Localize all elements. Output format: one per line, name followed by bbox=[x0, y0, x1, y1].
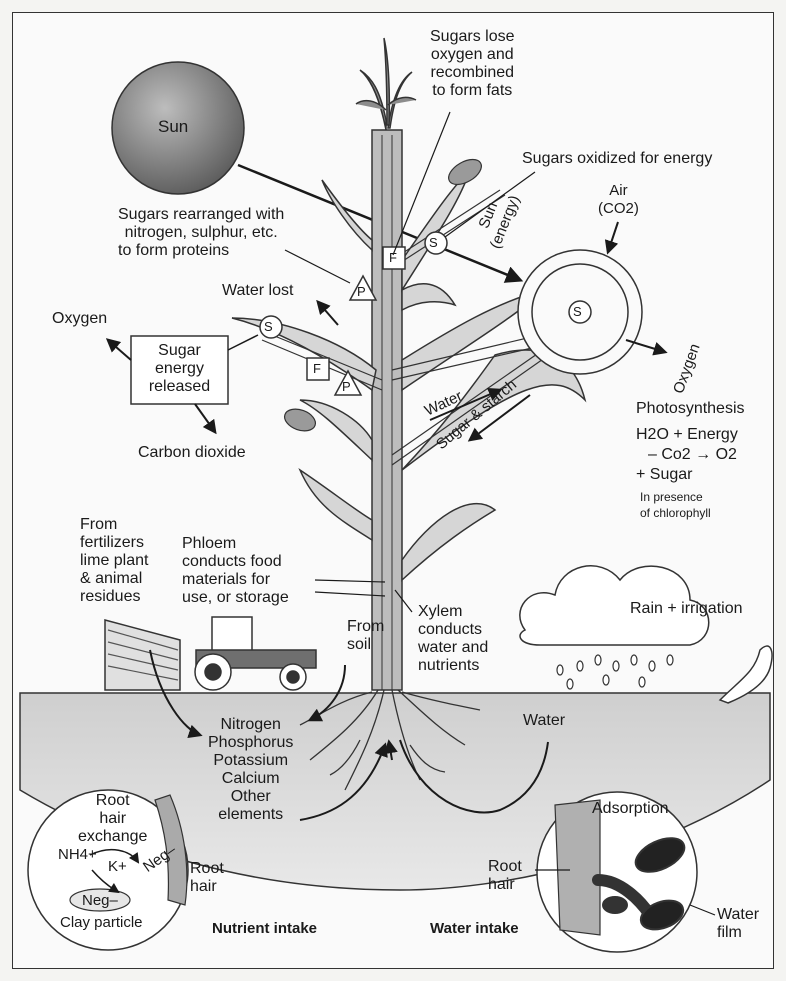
equation-line-2: – Co2 → O2 bbox=[648, 446, 737, 464]
air-co2-label: Air(CO2) bbox=[598, 182, 639, 218]
air-arrow bbox=[608, 222, 618, 252]
k-label: K+ bbox=[108, 858, 127, 876]
tassel bbox=[356, 38, 416, 130]
marker-p-top-label: P bbox=[357, 283, 366, 301]
clay-particle-label: Clay particle bbox=[60, 914, 143, 932]
ground-water-label: Water bbox=[523, 712, 565, 730]
photosynthesis-title: Photosynthesis bbox=[636, 400, 745, 418]
carbon-dioxide-label: Carbon dioxide bbox=[138, 444, 246, 462]
water-lost-label: Water lost bbox=[222, 282, 293, 300]
raindrops bbox=[557, 655, 673, 689]
oxygen-label: Oxygen bbox=[52, 310, 107, 328]
water-intake-caption: Water intake bbox=[430, 920, 519, 938]
stalk bbox=[372, 130, 402, 690]
oxidized-note: Sugars oxidized for energy bbox=[522, 150, 712, 168]
rain-irrigation-label: Rain + irrigation bbox=[630, 600, 743, 618]
marker-s-top-label: S bbox=[429, 234, 438, 252]
equation-line-1: H2O + Energy bbox=[636, 426, 738, 444]
equation-line-3: + Sugar bbox=[636, 466, 692, 484]
nh4-label: NH4+ bbox=[58, 846, 97, 864]
chlorophyll-note-2: of chlorophyll bbox=[640, 506, 711, 520]
marker-s-left-label: S bbox=[264, 318, 273, 336]
chlorophyll-note-1: In presence bbox=[640, 490, 703, 504]
tractor bbox=[105, 617, 316, 690]
adsorption-label: Adsorption bbox=[592, 800, 669, 818]
marker-p-left-label: P bbox=[342, 378, 351, 396]
nutrient-intake-caption: Nutrient intake bbox=[212, 920, 317, 938]
marker-f-left-label: F bbox=[313, 360, 321, 378]
water-lost-arrow bbox=[318, 302, 338, 325]
neg-clay-label: Neg– bbox=[82, 892, 118, 910]
cell-s-label: S bbox=[573, 303, 582, 321]
sun-label: Sun bbox=[158, 118, 188, 136]
marker-f-top-label: F bbox=[389, 249, 397, 267]
leaves bbox=[232, 170, 585, 580]
